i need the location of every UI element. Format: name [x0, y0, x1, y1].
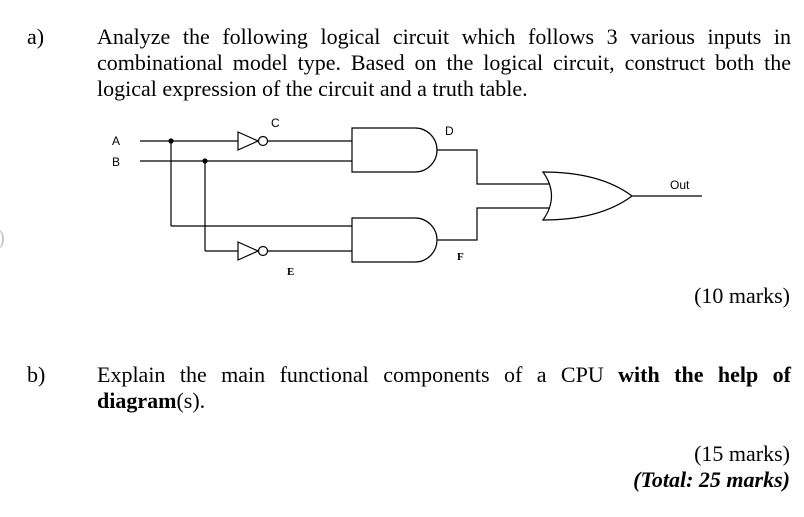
- total-marks: (Total: 25 marks): [633, 467, 790, 492]
- or-gate: [541, 171, 634, 221]
- wire-d: [437, 149, 550, 185]
- not-gate-e: [237, 241, 260, 261]
- not-gate-c-bubble: [257, 135, 269, 147]
- wire-f: [437, 207, 550, 241]
- label-input-a: A: [112, 134, 120, 148]
- label-e: E: [287, 266, 294, 278]
- and-gate-d: [351, 127, 438, 173]
- question-b-label: b): [27, 362, 46, 387]
- junction-b: [202, 158, 208, 164]
- question-b-text: Explain the main functional components o…: [97, 362, 791, 414]
- logic-circuit-diagram: A B C D E F Out: [112, 116, 702, 278]
- page-edge-mark: [0, 228, 4, 250]
- label-out: Out: [670, 178, 690, 192]
- not-gate-c: [237, 131, 260, 151]
- question-b-marks: (15 marks): [694, 441, 790, 466]
- question-b-text-plain-2: (s).: [176, 388, 206, 413]
- label-f: F: [457, 251, 464, 263]
- question-b-text-bold: with the help of diagram: [97, 362, 791, 413]
- label-c: C: [271, 116, 280, 130]
- junction-a: [168, 138, 174, 144]
- question-a-label: a): [27, 24, 45, 49]
- question-a-text: Analyze the following logical circuit wh…: [97, 24, 791, 101]
- question-a-marks: (10 marks): [694, 283, 790, 308]
- and-gate-f: [351, 217, 438, 263]
- not-gate-e-bubble: [257, 245, 269, 257]
- label-d: D: [445, 124, 454, 138]
- label-input-b: B: [112, 155, 120, 169]
- question-b-text-plain-1: Explain the main functional components o…: [97, 362, 619, 387]
